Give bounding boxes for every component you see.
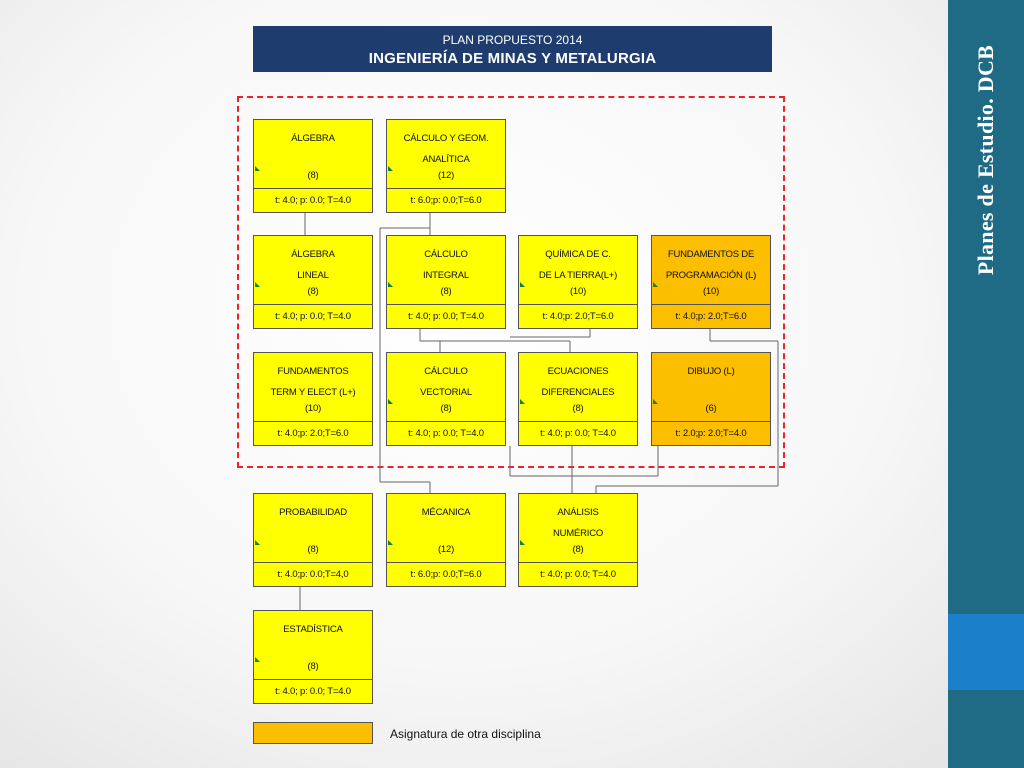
course-credits: (8) bbox=[307, 661, 319, 672]
corner-triangle-icon bbox=[388, 166, 393, 171]
corner-triangle-icon bbox=[653, 399, 658, 404]
course-fundamentos-term[interactable]: FUNDAMENTOS TERM Y ELECT (L+) (10) t: 4.… bbox=[253, 352, 373, 446]
legend-label: Asignatura de otra disciplina bbox=[390, 727, 541, 741]
course-name: DIBUJO (L) bbox=[687, 366, 735, 377]
course-name: ANÁLISIS bbox=[557, 507, 599, 518]
plan-header: PLAN PROPUESTO 2014 INGENIERÍA DE MINAS … bbox=[253, 26, 772, 72]
corner-triangle-icon bbox=[388, 399, 393, 404]
corner-triangle-icon bbox=[388, 540, 393, 545]
course-name-line2: INTEGRAL bbox=[423, 270, 469, 281]
course-ecuaciones-diferenciales[interactable]: ECUACIONES DIFERENCIALES (8) t: 4.0; p: … bbox=[518, 352, 638, 446]
course-name-line2: PROGRAMACIÓN (L) bbox=[665, 270, 757, 281]
course-hours: t: 4.0; p: 0.0; T=4.0 bbox=[254, 679, 372, 703]
course-name: CÁLCULO Y GEOM. bbox=[403, 133, 489, 144]
course-credits: (8) bbox=[440, 286, 452, 297]
sidebar-accent-block bbox=[948, 614, 1024, 690]
course-name: ÁLGEBRA bbox=[291, 249, 335, 260]
course-calculo-integral[interactable]: CÁLCULO INTEGRAL (8) t: 4.0; p: 0.0; T=4… bbox=[386, 235, 506, 329]
course-credits: (12) bbox=[437, 170, 455, 181]
course-hours: t: 6.0;p: 0.0;T=6.0 bbox=[387, 188, 505, 212]
corner-triangle-icon bbox=[520, 540, 525, 545]
plan-subtitle: PLAN PROPUESTO 2014 bbox=[442, 33, 583, 47]
course-credits: (8) bbox=[307, 544, 319, 555]
course-credits: (8) bbox=[307, 170, 319, 181]
corner-triangle-icon bbox=[255, 540, 260, 545]
course-credits: (8) bbox=[572, 544, 584, 555]
course-name-line2: LINEAL bbox=[297, 270, 329, 281]
course-algebra-lineal[interactable]: ÁLGEBRA LINEAL (8) t: 4.0; p: 0.0; T=4.0 bbox=[253, 235, 373, 329]
course-probabilidad[interactable]: PROBABILIDAD (8) t: 4.0;p: 0.0;T=4,0 bbox=[253, 493, 373, 587]
course-name-line2: VECTORIAL bbox=[420, 387, 472, 398]
corner-triangle-icon bbox=[255, 282, 260, 287]
course-name-line2: DE LA TIERRA(L+) bbox=[538, 270, 618, 281]
course-name-line2: DIFERENCIALES bbox=[541, 387, 615, 398]
corner-triangle-icon bbox=[520, 399, 525, 404]
course-hours: t: 4.0; p: 0.0; T=4.0 bbox=[519, 562, 637, 586]
course-hours: t: 4.0; p: 0.0; T=4.0 bbox=[519, 421, 637, 445]
course-name: FUNDAMENTOS DE bbox=[667, 249, 755, 260]
course-quimica[interactable]: QUÍMICA DE C. DE LA TIERRA(L+) (10) t: 4… bbox=[518, 235, 638, 329]
course-name: ESTADÍSTICA bbox=[283, 624, 343, 635]
course-credits: (8) bbox=[572, 403, 584, 414]
course-credits: (10) bbox=[569, 286, 587, 297]
course-calculo-vectorial[interactable]: CÁLCULO VECTORIAL (8) t: 4.0; p: 0.0; T=… bbox=[386, 352, 506, 446]
course-estadistica[interactable]: ESTADÍSTICA (8) t: 4.0; p: 0.0; T=4.0 bbox=[253, 610, 373, 704]
course-name: CÁLCULO bbox=[424, 366, 468, 377]
course-hours: t: 6.0;p: 0.0;T=6.0 bbox=[387, 562, 505, 586]
course-algebra[interactable]: ÁLGEBRA (8) t: 4.0; p: 0.0; T=4.0 bbox=[253, 119, 373, 213]
course-credits: (6) bbox=[705, 403, 717, 414]
course-mecanica[interactable]: MÉCANICA (12) t: 6.0;p: 0.0;T=6.0 bbox=[386, 493, 506, 587]
course-name-line2: TERM Y ELECT (L+) bbox=[270, 387, 356, 398]
course-credits: (10) bbox=[304, 403, 322, 414]
dashed-region bbox=[237, 96, 785, 468]
course-credits: (8) bbox=[440, 403, 452, 414]
corner-triangle-icon bbox=[255, 166, 260, 171]
course-name: ÁLGEBRA bbox=[291, 133, 335, 144]
course-name: PROBABILIDAD bbox=[279, 507, 347, 518]
course-hours: t: 4.0; p: 0.0; T=4.0 bbox=[254, 304, 372, 328]
corner-triangle-icon bbox=[653, 282, 658, 287]
corner-triangle-icon bbox=[388, 282, 393, 287]
course-name: MÉCANICA bbox=[421, 507, 471, 518]
course-fundamentos-programacion[interactable]: FUNDAMENTOS DE PROGRAMACIÓN (L) (10) t: … bbox=[651, 235, 771, 329]
course-credits: (12) bbox=[437, 544, 455, 555]
course-credits: (10) bbox=[702, 286, 720, 297]
course-analisis-numerico[interactable]: ANÁLISIS NUMÉRICO (8) t: 4.0; p: 0.0; T=… bbox=[518, 493, 638, 587]
plan-title: INGENIERÍA DE MINAS Y METALURGIA bbox=[368, 50, 657, 67]
course-calculo-geom[interactable]: CÁLCULO Y GEOM. ANALÍTICA (12) t: 6.0;p:… bbox=[386, 119, 506, 213]
course-hours: t: 2.0;p: 2.0;T=4.0 bbox=[652, 421, 770, 445]
course-name-line2: NUMÉRICO bbox=[552, 528, 604, 539]
course-hours: t: 4.0;p: 2.0;T=6.0 bbox=[254, 421, 372, 445]
course-hours: t: 4.0;p: 0.0;T=4,0 bbox=[254, 562, 372, 586]
course-hours: t: 4.0; p: 0.0; T=4.0 bbox=[254, 188, 372, 212]
corner-triangle-icon bbox=[520, 282, 525, 287]
corner-triangle-icon bbox=[255, 657, 260, 662]
course-hours: t: 4.0; p: 0.0; T=4.0 bbox=[387, 421, 505, 445]
course-dibujo[interactable]: DIBUJO (L) (6) t: 2.0;p: 2.0;T=4.0 bbox=[651, 352, 771, 446]
course-hours: t: 4.0;p: 2.0;T=6.0 bbox=[652, 304, 770, 328]
course-hours: t: 4.0; p: 0.0; T=4.0 bbox=[387, 304, 505, 328]
legend-swatch bbox=[253, 722, 373, 744]
course-name: ECUACIONES bbox=[547, 366, 609, 377]
course-name: FUNDAMENTOS bbox=[277, 366, 349, 377]
course-name: QUÍMICA DE C. bbox=[545, 249, 611, 260]
course-credits: (8) bbox=[307, 286, 319, 297]
course-name-line2: ANALÍTICA bbox=[422, 154, 470, 165]
course-hours: t: 4.0;p: 2.0;T=6.0 bbox=[519, 304, 637, 328]
course-name: CÁLCULO bbox=[424, 249, 468, 260]
